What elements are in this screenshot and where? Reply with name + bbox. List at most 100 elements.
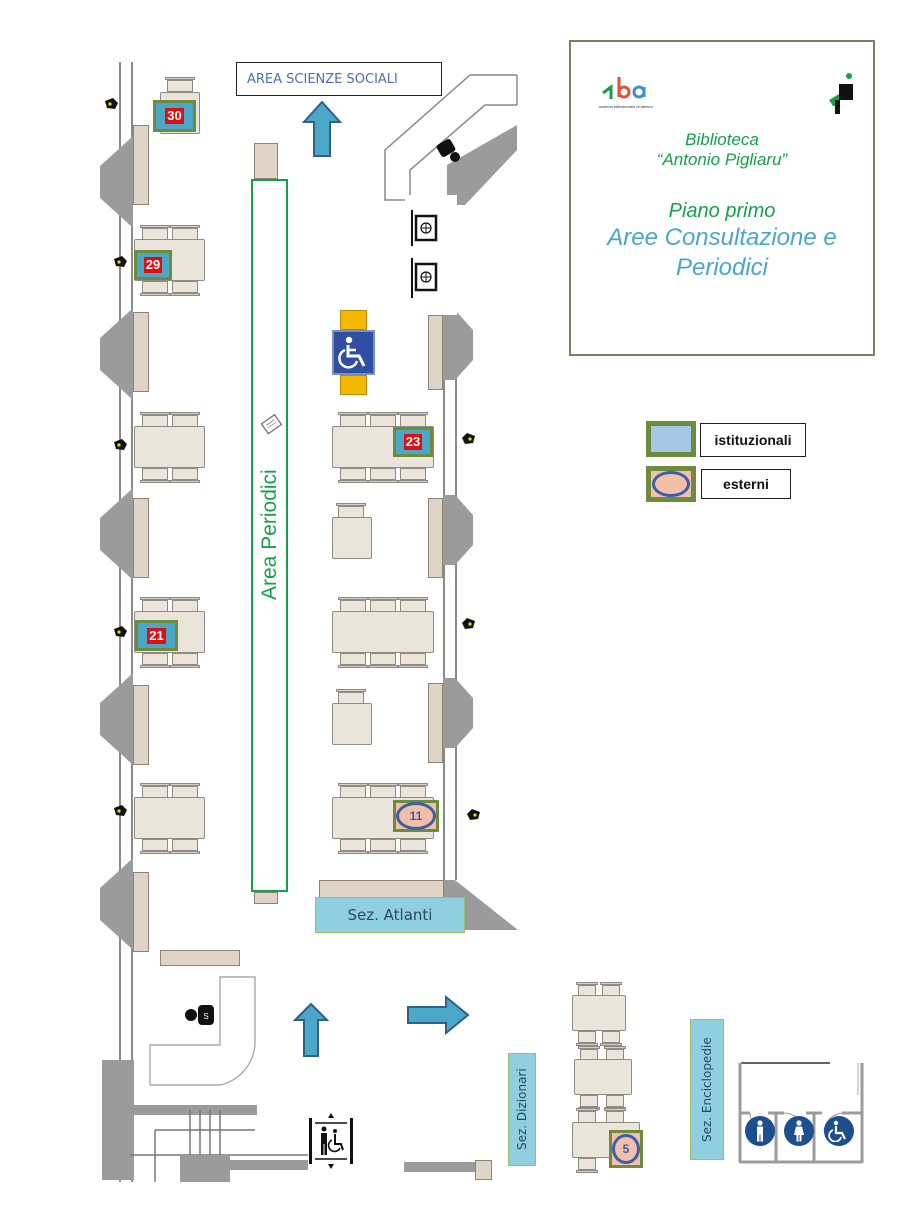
chair <box>140 412 170 427</box>
power-plug-icon <box>467 809 480 820</box>
restroom-accessible-icon <box>824 1116 854 1146</box>
lower-wall-right <box>404 1162 492 1172</box>
chair <box>170 597 200 612</box>
left-wall-inner <box>131 62 133 1182</box>
seat-5[interactable]: 5 <box>609 1130 643 1168</box>
area-scienze-sociali-label: AREA SCIENZE SOCIALI <box>236 62 442 96</box>
table <box>332 517 372 559</box>
seat-21[interactable]: 21 <box>135 620 178 651</box>
seat-number: 5 <box>622 1142 630 1156</box>
lower-right-shelf <box>475 1160 492 1180</box>
restrooms <box>738 1062 864 1164</box>
upper-corridor-walls <box>384 74 518 205</box>
chair <box>398 839 428 854</box>
power-plug-icon <box>114 439 127 450</box>
lower-shelf <box>160 950 240 966</box>
seat-number: 21 <box>147 627 166 644</box>
chair <box>140 653 170 668</box>
chair <box>140 468 170 483</box>
seat-29[interactable]: 29 <box>134 250 172 280</box>
seat-30[interactable]: 30 <box>153 100 196 132</box>
library-name-line2: “Antonio Pigliaru” <box>656 150 788 169</box>
restroom-women-icon <box>784 1116 814 1146</box>
legend-swatch-istituzionali <box>646 421 696 457</box>
chair <box>368 839 398 854</box>
magazine-icon <box>260 413 283 435</box>
chair <box>576 982 598 997</box>
computer-terminal-icon[interactable] <box>410 256 438 300</box>
sez-atlanti-label: Sez. Atlanti <box>315 897 465 933</box>
right-shelf-3 <box>428 683 443 763</box>
table <box>134 797 205 839</box>
seat-number: 11 <box>409 809 423 823</box>
accessible-seat-top <box>340 310 367 330</box>
table <box>574 1059 632 1095</box>
right-wall-outer <box>443 315 445 880</box>
aba-logo-subtitle: sistema bibliotecario di ateneo <box>599 104 653 109</box>
chair <box>576 1031 598 1046</box>
elevator-icon[interactable] <box>308 1112 354 1170</box>
computer-terminal-icon[interactable] <box>410 208 438 248</box>
library-reader-logo <box>829 73 853 114</box>
chair <box>398 783 428 798</box>
left-shelf-4 <box>133 685 149 765</box>
table <box>332 703 372 745</box>
chair <box>604 1095 626 1110</box>
left-shelf-3 <box>133 498 149 578</box>
left-pillars <box>100 136 133 950</box>
area-title-line1: Aree Consultazione e <box>607 224 837 251</box>
chair <box>140 839 170 854</box>
area-title-line2: Periodici <box>675 254 769 281</box>
reception-desk <box>149 976 256 1086</box>
stairs <box>130 1110 310 1182</box>
chair <box>140 783 170 798</box>
seat-11[interactable]: 11 <box>393 800 439 832</box>
seat-number: 29 <box>143 257 163 273</box>
left-shelf-2 <box>133 312 149 392</box>
table <box>572 995 626 1031</box>
chair <box>170 653 200 668</box>
legend-label-istituzionali: istituzionali <box>700 423 806 457</box>
area-periodici-zone <box>251 179 288 892</box>
chair <box>368 597 398 612</box>
power-plug-icon <box>105 98 118 109</box>
left-shelf-5 <box>133 872 149 952</box>
sez-dizionari-label: Sez. Dizionari <box>508 1053 536 1166</box>
seat-number: 23 <box>403 434 423 450</box>
chair <box>170 468 200 483</box>
wheelchair-icon <box>332 330 375 375</box>
chair <box>338 468 368 483</box>
accessible-seat-bottom <box>340 375 367 395</box>
table <box>332 611 434 653</box>
staff-desk-icon: S <box>185 1005 214 1025</box>
power-plug-icon <box>114 626 127 637</box>
legend-oval <box>652 471 690 497</box>
aba-logo: sistema bibliotecario di ateneo <box>599 75 679 115</box>
chair <box>170 839 200 854</box>
chair <box>398 653 428 668</box>
chair <box>338 839 368 854</box>
chair <box>140 225 170 240</box>
power-plug-icon <box>462 433 475 444</box>
chair <box>338 653 368 668</box>
power-plug-icon <box>114 805 127 816</box>
arrow-right-icon <box>407 995 470 1035</box>
seat-23[interactable]: 23 <box>393 427 433 457</box>
lower-wall <box>105 1105 257 1115</box>
chair <box>578 1046 600 1061</box>
chair <box>170 225 200 240</box>
restroom-men-icon <box>745 1116 775 1146</box>
chair <box>165 77 195 92</box>
chair <box>170 281 200 296</box>
chair <box>398 468 428 483</box>
right-pillars <box>443 310 518 930</box>
seat-number: 30 <box>165 108 184 124</box>
left-shelf-1 <box>133 125 149 205</box>
power-plug-icon <box>462 618 475 629</box>
arrow-up-icon <box>293 1002 329 1057</box>
right-wall-inner <box>455 315 457 880</box>
chair <box>600 1031 622 1046</box>
left-wall-outer <box>119 62 121 1182</box>
periodici-shelf-top <box>254 143 278 179</box>
chair <box>576 1158 598 1173</box>
